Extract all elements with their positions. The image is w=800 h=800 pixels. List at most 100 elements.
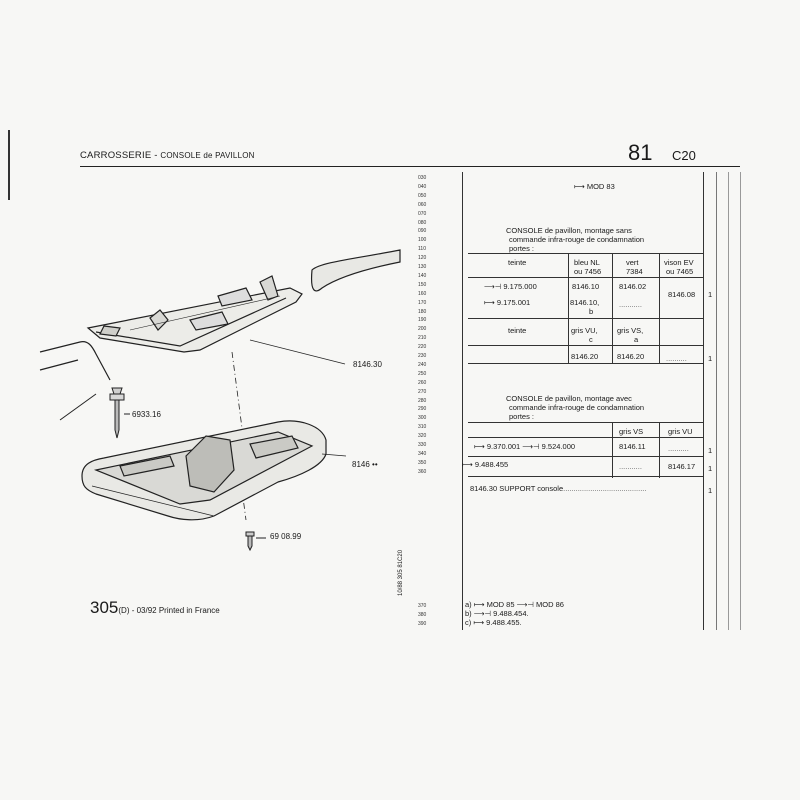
page-code: C20 [672, 148, 696, 163]
col-grisvu-2: c [589, 335, 593, 344]
row5-val: 8146.17 [668, 462, 696, 471]
row-number: 330 [418, 442, 427, 448]
title-sep: - [151, 150, 161, 161]
row3-dots: .......... [666, 354, 687, 363]
row-number: 110 [418, 246, 426, 253]
rule [468, 345, 703, 346]
row-number: 300 [418, 415, 427, 422]
row2-bleu-2: b [589, 307, 594, 316]
footer-model: 305 [90, 598, 119, 617]
note-b-label: b) [465, 609, 472, 618]
row2-bleu-1: 8146.10, [570, 298, 600, 307]
row4-line: ⟼ 9.370.001 ⟶⊣ 9.524.000 [474, 442, 576, 451]
col-vert-1: vert [626, 258, 639, 267]
rule [468, 422, 703, 423]
row-number: 160 [418, 290, 427, 297]
row-number: 320 [418, 433, 427, 440]
footer-sub: (D) [118, 606, 130, 615]
row-number: 280 [418, 397, 427, 404]
footer-rest: - 03/92 Printed in France [129, 606, 220, 615]
row2-line: ⟼ 9.175.001 [484, 298, 531, 307]
label-8146: 8146 •• [352, 460, 378, 469]
row-number: 170 [418, 299, 427, 306]
row-number: 210 [418, 335, 427, 342]
margin-mark [8, 130, 10, 200]
axis-line [231, 351, 243, 429]
col-grisvs-1: gris VS, [617, 326, 644, 335]
side-code: 10/88 305 81C20 [398, 549, 404, 596]
note-c-label: c) [465, 618, 472, 627]
row5-dots: ........... [619, 462, 642, 471]
row5-line: ⟼ 9.488.455 [462, 460, 509, 469]
row-number: 030 [418, 175, 427, 181]
row-number: 080 [418, 219, 427, 226]
row1-line: ⟶⊣ 9.175.000 [484, 282, 537, 291]
row3-b: 8146.20 [617, 352, 645, 361]
note-row-c: 390 [418, 621, 427, 627]
row5-ref: 9.488.455 [474, 460, 509, 469]
section2-title-1: CONSOLE de pavillon, montage avec [506, 394, 632, 403]
leader-line-2 [321, 453, 347, 457]
section2-title-2: commande infra-rouge de condamnation [509, 403, 645, 412]
note-a: a) ⟼ MOD 85 ⟶⊣ MOD 86 [465, 600, 564, 609]
row-number: 140 [418, 272, 427, 279]
teinte2: teinte [508, 326, 527, 335]
row4-val: 8146.11 [619, 442, 646, 451]
row-number: 120 [418, 255, 427, 262]
note-row-b: 380 [418, 612, 427, 618]
support-text: 8146.30 SUPPORT console [470, 484, 564, 493]
roof-panel [39, 249, 401, 421]
label-6908-99: 69 08.99 [270, 532, 302, 541]
row-number: 260 [418, 379, 427, 386]
row-number: 060 [418, 201, 427, 208]
row-number: 270 [418, 388, 427, 395]
title-main: CARROSSERIE [80, 150, 152, 161]
support-line: 8146.30 SUPPORT console.................… [470, 484, 647, 493]
note-b: b) ⟶⊣ 9.488.454. [465, 609, 529, 618]
note-c-text: 9.488.455. [486, 618, 522, 627]
section2-title-3: portes : [509, 412, 535, 421]
col-vison-1: vison EV [664, 258, 694, 267]
row-number: 150 [418, 281, 427, 288]
rule [468, 363, 703, 364]
col-vison-2: ou 7465 [666, 267, 694, 276]
extra-col-border-2 [740, 172, 741, 630]
qty5: 1 [708, 486, 713, 495]
row-number: 200 [418, 326, 427, 333]
col-sep [659, 253, 660, 363]
exploded-diagram [39, 249, 401, 552]
row-number: 240 [418, 361, 427, 368]
page-number: 81 [628, 140, 653, 165]
rule [468, 318, 703, 319]
mod83-text: MOD 83 [586, 182, 615, 191]
row1-bleu: 8146.10 [572, 282, 600, 291]
extra-col-border [728, 172, 729, 630]
row-number: 250 [418, 370, 427, 377]
row-number: 050 [418, 192, 427, 199]
row1-ref: 9.175.000 [503, 282, 537, 291]
section1-title-3: portes : [509, 244, 535, 253]
leader-line [249, 339, 346, 365]
col-bleu-2: ou 7456 [574, 267, 602, 276]
qty4: 1 [708, 464, 713, 473]
rule [468, 456, 703, 457]
row-number: 290 [418, 406, 427, 413]
row-number: 350 [418, 459, 427, 466]
qty-col-border [716, 172, 717, 630]
rule [468, 437, 703, 438]
console-tray [81, 420, 327, 521]
col-teinte: teinte [508, 258, 527, 267]
note-b-text: 9.488.454. [493, 609, 529, 618]
section1-title-1: CONSOLE de pavillon, montage sans [506, 226, 632, 235]
title-sub: CONSOLE de PAVILLON [160, 151, 255, 160]
col-grisvu-1: gris VU, [571, 326, 598, 335]
col-sep [568, 253, 569, 363]
label-6933-16: 6933.16 [132, 410, 161, 419]
col-sep [612, 253, 613, 363]
row-number: 220 [418, 344, 427, 351]
table-right-border [703, 172, 704, 630]
rule [468, 253, 703, 254]
section1-title-2: commande infra-rouge de condamnation [509, 235, 645, 244]
vison-ref: 8146.08 [668, 290, 696, 299]
note-c: c) ⟼ 9.488.455. [465, 618, 522, 627]
